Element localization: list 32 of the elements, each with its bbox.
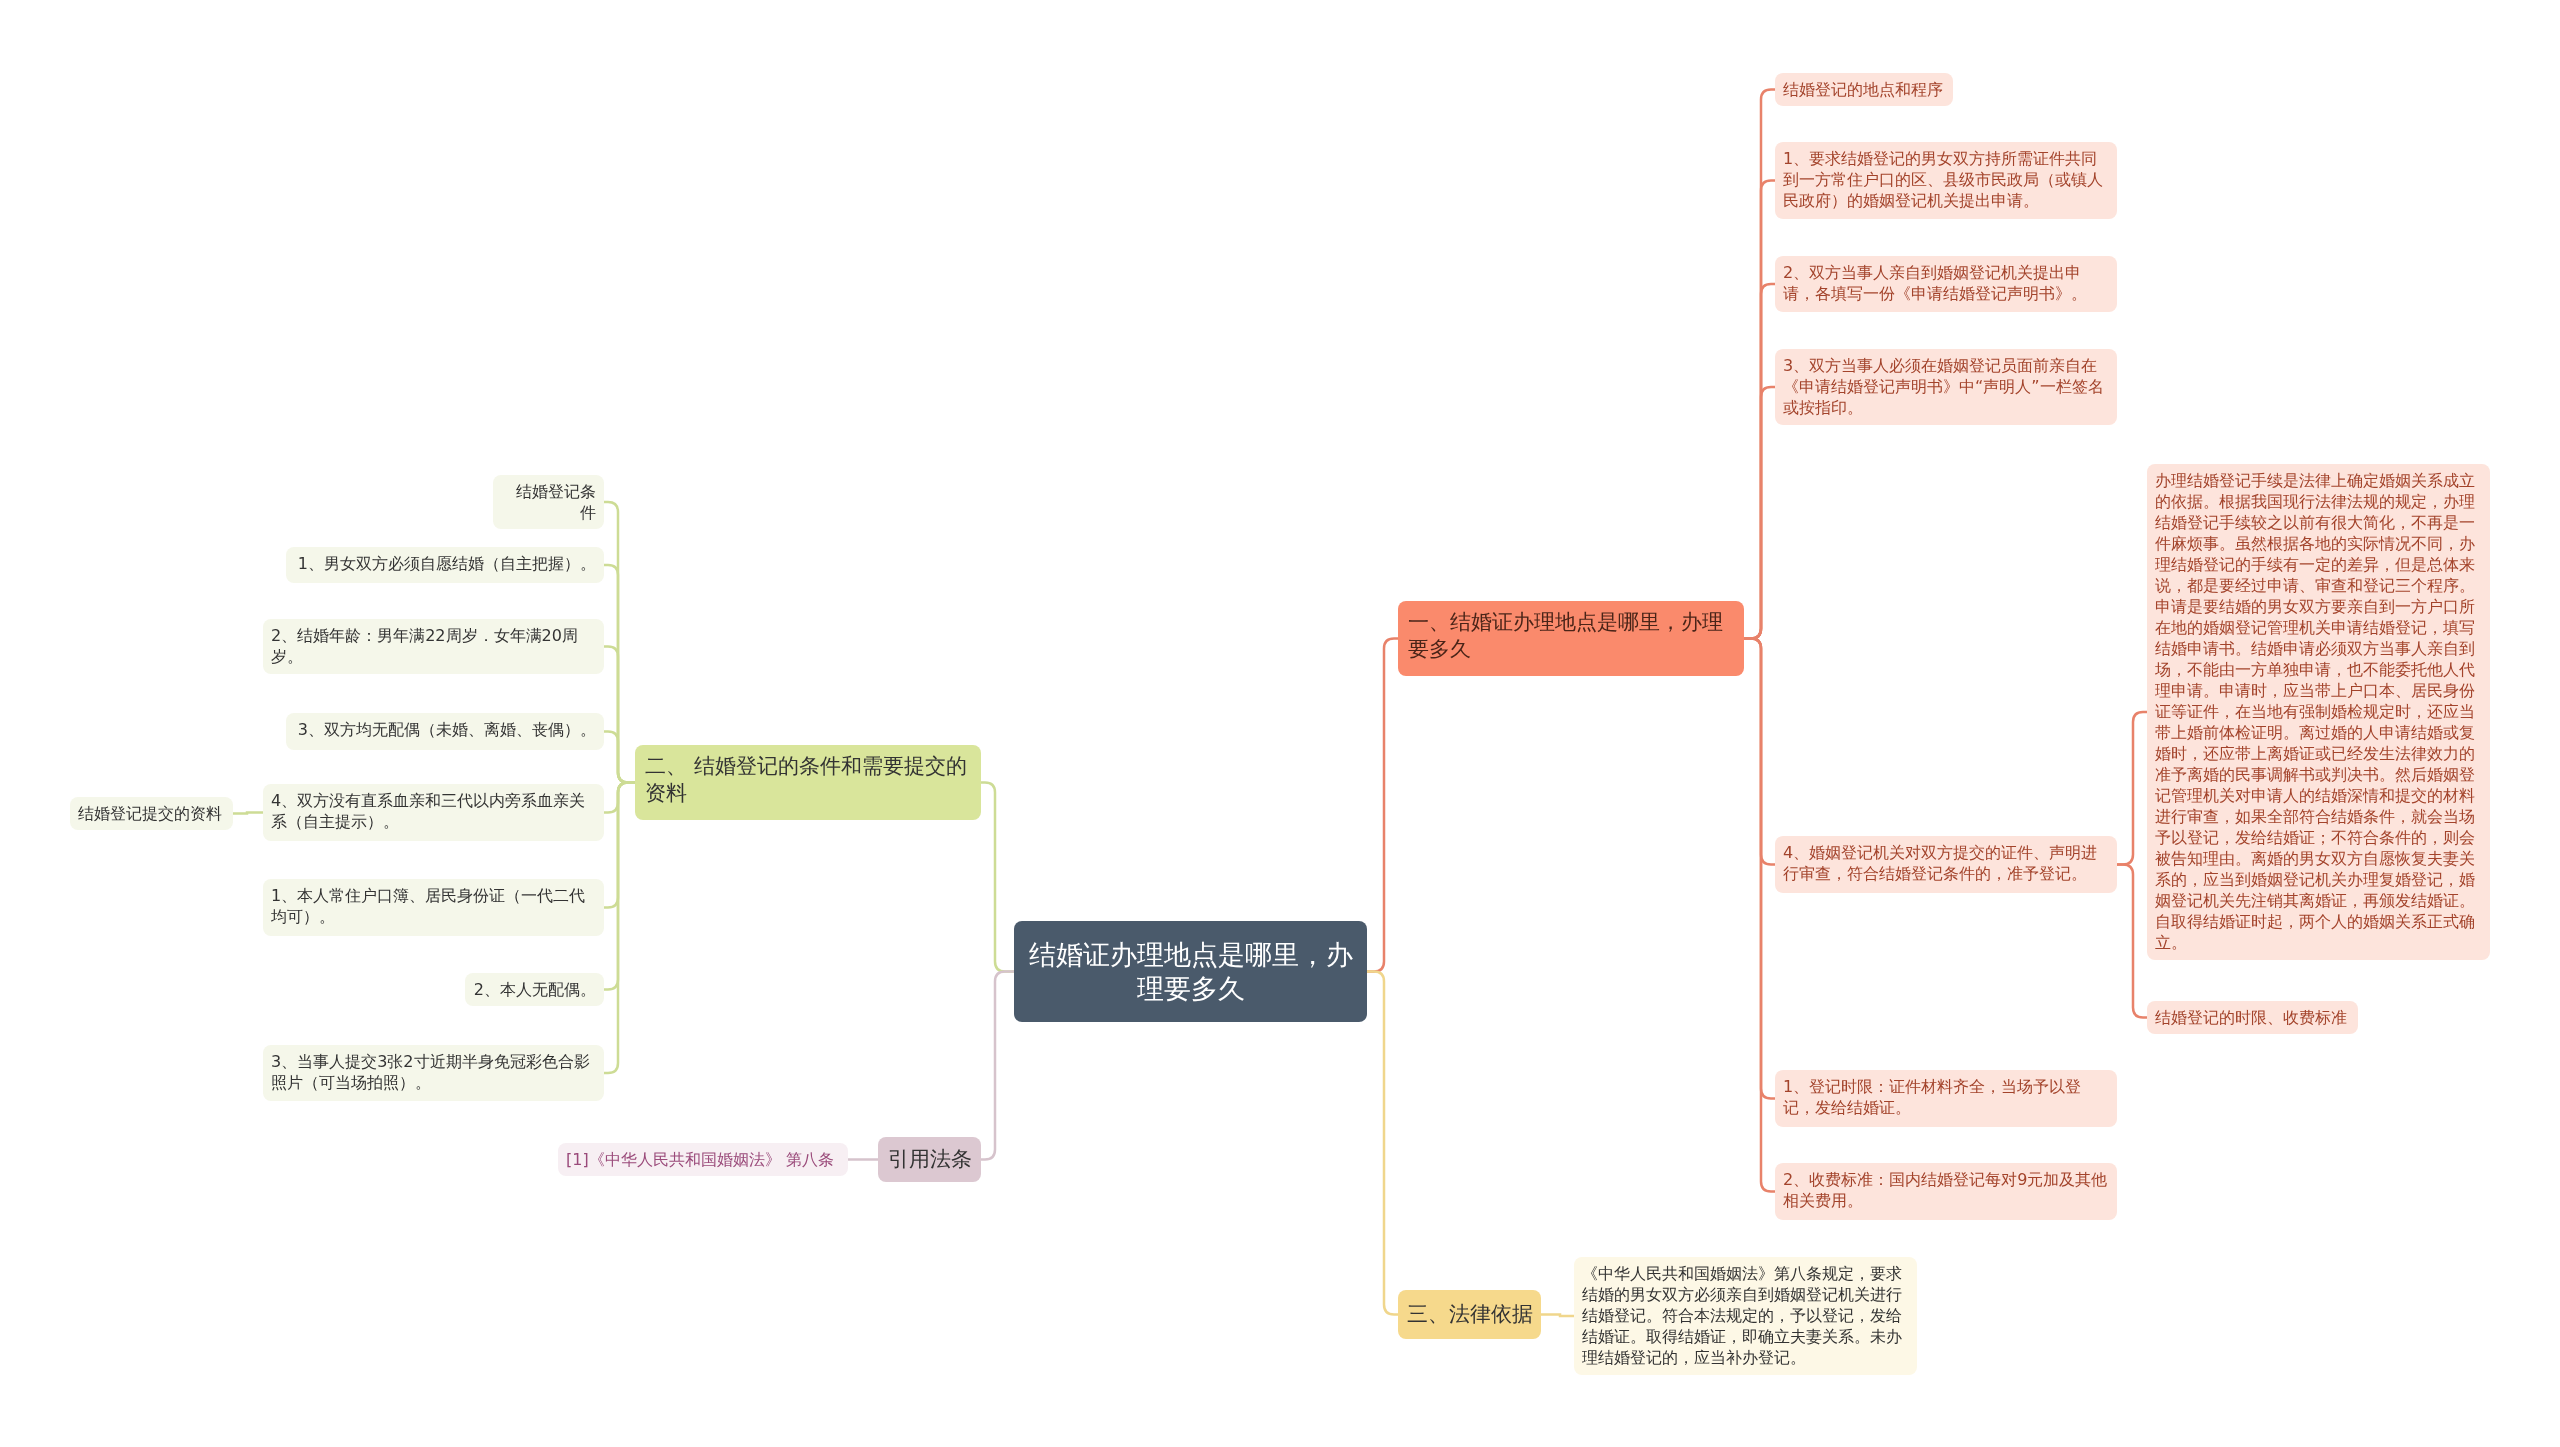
subtopic-box: 结婚登记的地点和程序: [1775, 73, 1953, 106]
connector-line: [1541, 1313, 1574, 1318]
branch-topic-box: 一、结婚证办理地点是哪里，办理要多久: [1398, 601, 1744, 676]
subtopic-box: 办理结婚登记手续是法律上确定婚姻关系成立的依据。根据我国现行法律法规的规定，办理结婚登记手续较之以前有很大简化，不再是一件麻烦事。虽然根据各地的实际情况不同，办理结婚登记的手续有一定的差异，但是总体来说，都是要经过申请、审查和登记三个程序。申请是要结婚的男女双方要亲自到一方户口所在地的婚姻登记管理机关申请结婚登记，填写结婚申请书。结婚申请必须双方当事人亲自到场，不能由一方单独申请，也不能委托他人代理申请。申请时，应当带上户口本、居民身份证等证件，在当地有强制婚检规定时，还应当带上婚前体检证明。离过婚的人申请结婚或复婚时，还应带上离婚证或已经发生法律效力的准予离婚的民事调解书或判决书。然后婚姻登记管理机关对申请人的结婚深情和提交的材料进行审查，如果全部符合结婚条件，就会当场予以登记，发给结婚证；不符合条件的，则会被告知理由。离婚的男女双方自愿恢复夫妻关系的，应当到婚姻登记机关办理复婚登记，婚姻登记机关先注销其离婚证，再颁发结婚证。自取得结婚证时起，两个人的婚姻关系正式确立。: [2147, 464, 2490, 960]
subtopic-box: 1、本人常住户口簿、居民身份证（一代二代均可）。: [263, 879, 604, 936]
subtopic-box: 1、登记时限：证件材料齐全，当场予以登记，发给结婚证。: [1775, 1070, 2117, 1127]
branch-topic-box: 引用法条: [878, 1137, 981, 1182]
connector-line: [604, 781, 635, 1075]
connector-line: [233, 811, 263, 815]
subtopic-box: 3、当事人提交3张2寸近期半身免冠彩色合影照片（可当场拍照）。: [263, 1045, 604, 1101]
subtopic-box: 结婚登记提交的资料: [70, 797, 233, 830]
subtopic-box: 结婚登记条件: [493, 475, 604, 529]
subtopic-box: 2、本人无配偶。: [465, 973, 604, 1006]
subtopic-box: 2、收费标准：国内结婚登记每对9元加及其他相关费用。: [1775, 1163, 2117, 1220]
subtopic-box: 2、双方当事人亲自到婚姻登记机关提出申请，各填写一份《申请结婚登记声明书》。: [1775, 256, 2117, 312]
subtopic-box: 4、婚姻登记机关对双方提交的证件、声明进行审查，符合结婚登记条件的，准予登记。: [1775, 836, 2117, 893]
subtopic-box: [1]《中华人民共和国婚姻法》 第八条: [558, 1143, 848, 1176]
subtopic-box: 《中华人民共和国婚姻法》第八条规定，要求结婚的男女双方必须亲自到婚姻登记机关进行结婚登记。符合本法规定的，予以登记，发给结婚证。取得结婚证，即确立夫妻关系。未办理结婚登记的，应当补办登记。: [1574, 1257, 1917, 1375]
connector-line: [1367, 970, 1398, 1316]
connector-line: [848, 1158, 878, 1161]
connector-line: [2117, 863, 2147, 1019]
subtopic-box: 结婚登记的时限、收费标准: [2147, 1001, 2358, 1034]
branch-topic-box: 二、 结婚登记的条件和需要提交的资料: [635, 745, 981, 820]
subtopic-box: 1、要求结婚登记的男女双方持所需证件共同到一方常住户口的区、县级市民政局（或镇人民政府）的婚姻登记机关提出申请。: [1775, 142, 2117, 219]
subtopic-box: 3、双方当事人必须在婚姻登记员面前亲自在《申请结婚登记声明书》中“声明人”一栏签名或按指印。: [1775, 349, 2117, 425]
connector-line: [981, 970, 1014, 1161]
root-topic-box: 结婚证办理地点是哪里，办理要多久: [1014, 921, 1367, 1022]
subtopic-box: 4、双方没有直系血亲和三代以内旁系血亲关系（自主提示）。: [263, 784, 604, 841]
subtopic-box: 2、结婚年龄：男年满22周岁．女年满20周岁。: [263, 619, 604, 674]
branch-topic-box: 三、法律依据: [1398, 1290, 1541, 1339]
subtopic-box: 1、男女双方必须自愿结婚（自主把握）。: [286, 547, 604, 583]
subtopic-box: 3、双方均无配偶（未婚、离婚、丧偶）。: [286, 713, 604, 750]
